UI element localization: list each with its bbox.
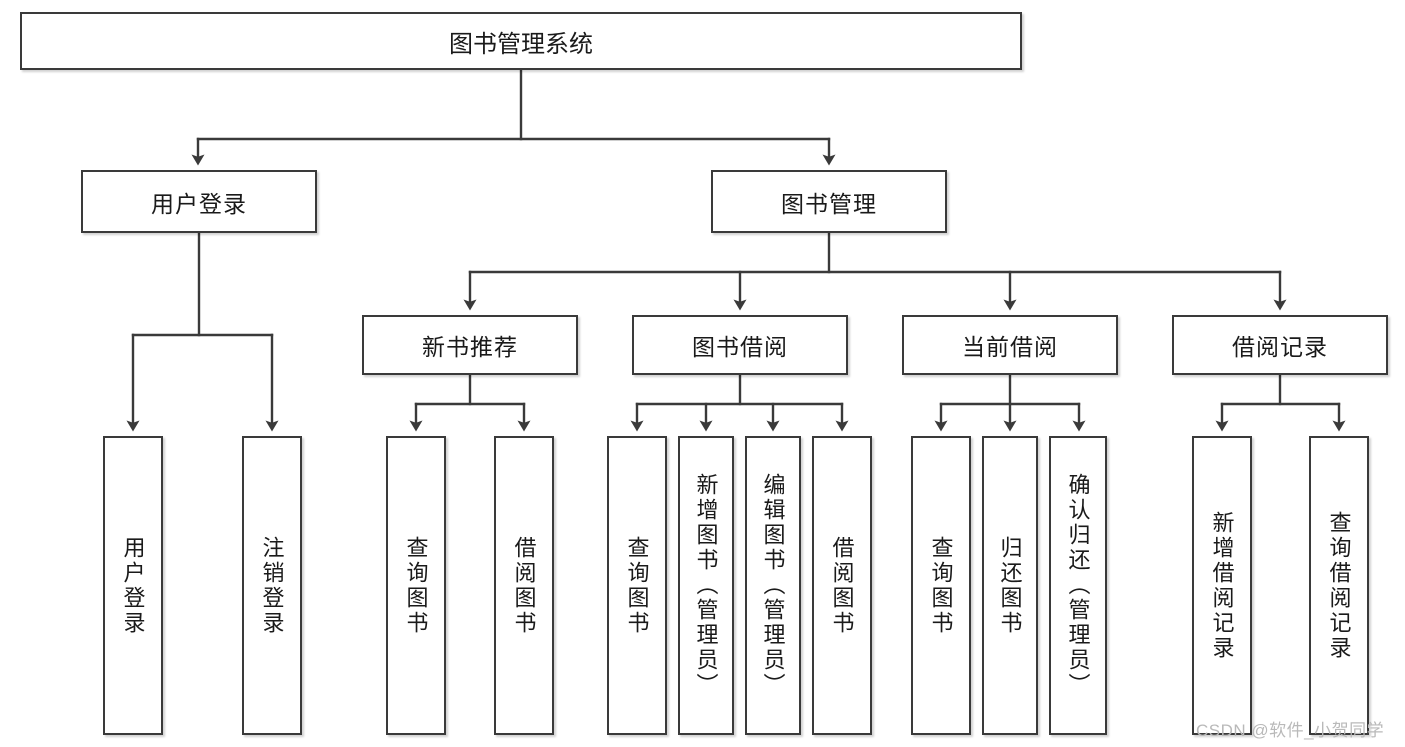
node-leaf-logout[interactable]: 注销登录 [242,436,302,735]
node-leaf-borrow-book-2[interactable]: 借阅图书 [812,436,872,735]
node-leaf-return-book-label: 归还图书 [997,535,1023,636]
node-leaf-edit-book-label: 编辑图书（管理员） [760,473,786,698]
node-leaf-add-record[interactable]: 新增借阅记录 [1192,436,1252,735]
node-leaf-add-book-label: 新增图书（管理员） [693,473,719,698]
node-book-borrow[interactable]: 图书借阅 [632,315,848,375]
node-leaf-confirm-return-label: 确认归还（管理员） [1065,473,1091,698]
node-new-book-recommend-label: 新书推荐 [422,334,518,360]
node-leaf-query-record-label: 查询借阅记录 [1326,510,1352,661]
node-leaf-query-book-3-label: 查询图书 [928,535,954,636]
node-current-borrow-label: 当前借阅 [962,334,1058,360]
node-leaf-borrow-book-2-label: 借阅图书 [829,535,855,636]
node-leaf-confirm-return[interactable]: 确认归还（管理员） [1049,436,1107,735]
node-leaf-logout-label: 注销登录 [259,535,285,636]
node-leaf-add-book[interactable]: 新增图书（管理员） [678,436,734,735]
node-leaf-user-login[interactable]: 用户登录 [103,436,163,735]
node-leaf-add-record-label: 新增借阅记录 [1209,510,1235,661]
node-leaf-query-book-1[interactable]: 查询图书 [386,436,446,735]
node-user-login-label: 用户登录 [151,190,247,217]
node-book-manage-label: 图书管理 [781,190,877,217]
node-borrow-record[interactable]: 借阅记录 [1172,315,1388,375]
node-book-manage[interactable]: 图书管理 [711,170,947,233]
node-leaf-borrow-book-1-label: 借阅图书 [511,535,537,636]
node-leaf-return-book[interactable]: 归还图书 [982,436,1038,735]
csdn-watermark: CSDN @软件_小贺同学 [1196,721,1385,740]
node-new-book-recommend[interactable]: 新书推荐 [362,315,578,375]
node-leaf-query-book-1-label: 查询图书 [403,535,429,636]
node-root[interactable]: 图书管理系统 [20,12,1022,70]
node-leaf-query-book-2-label: 查询图书 [624,535,650,636]
node-leaf-borrow-book-1[interactable]: 借阅图书 [494,436,554,735]
node-current-borrow[interactable]: 当前借阅 [902,315,1118,375]
node-leaf-query-record[interactable]: 查询借阅记录 [1309,436,1369,735]
node-leaf-query-book-2[interactable]: 查询图书 [607,436,667,735]
node-leaf-user-login-label: 用户登录 [120,535,146,636]
node-book-borrow-label: 图书借阅 [692,334,788,360]
node-leaf-query-book-3[interactable]: 查询图书 [911,436,971,735]
node-borrow-record-label: 借阅记录 [1232,334,1328,360]
node-root-label: 图书管理系统 [449,30,593,58]
node-user-login[interactable]: 用户登录 [81,170,317,233]
node-leaf-edit-book[interactable]: 编辑图书（管理员） [745,436,801,735]
